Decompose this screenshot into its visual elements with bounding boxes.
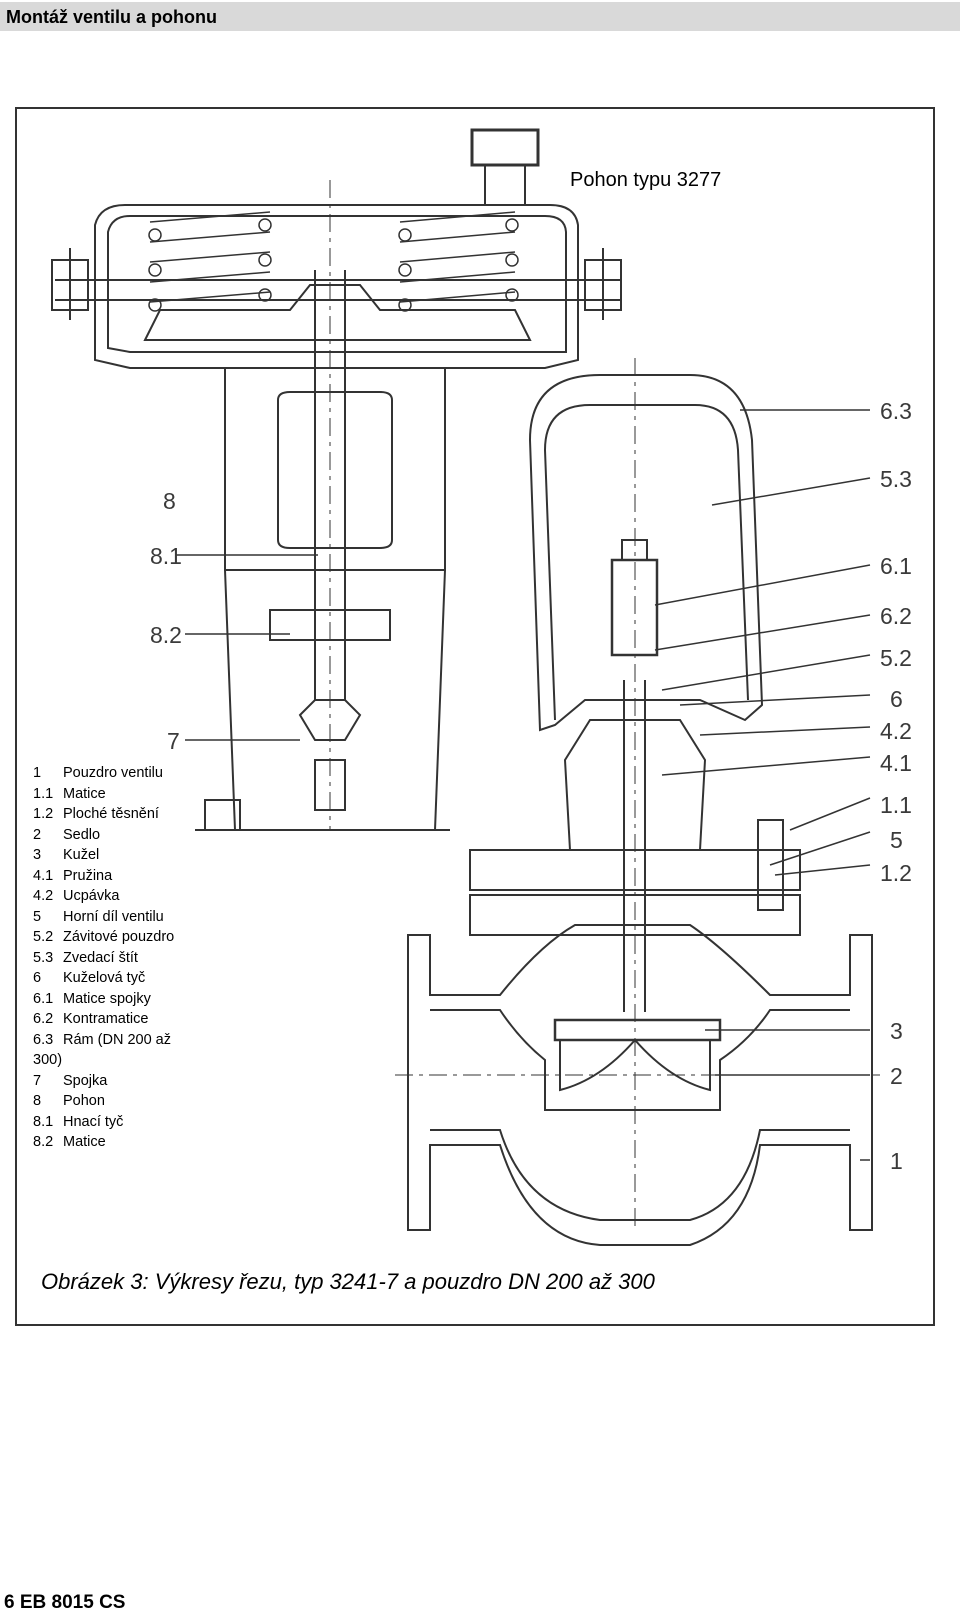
- actuator-stem: [298, 180, 362, 830]
- section-header: Montáž ventilu a pohonu: [0, 2, 960, 31]
- callout-5: 5: [890, 827, 903, 853]
- callout-8-1: 8.1: [150, 543, 182, 569]
- page-footer: 6 EB 8015 CS: [4, 1592, 126, 1613]
- valve-frame: [528, 374, 764, 732]
- callout-5-2: 5.2: [880, 645, 912, 671]
- section-title: Montáž ventilu a pohonu: [6, 7, 217, 27]
- callout-5-3: 5.3: [880, 466, 912, 492]
- actuator-housing: [51, 128, 622, 369]
- callout-leaders: [175, 409, 871, 1161]
- bonnet: [469, 719, 801, 936]
- callout-6-3: 6.3: [880, 398, 912, 424]
- callout-8-2: 8.2: [150, 622, 182, 648]
- callout-7: 7: [167, 728, 180, 754]
- plug-stem: [610, 358, 659, 1230]
- callout-6-1: 6.1: [880, 553, 912, 579]
- callout-6-2: 6.2: [880, 603, 912, 629]
- valve-body: [395, 924, 880, 1246]
- actuator-label: Pohon typu 3277: [570, 169, 722, 191]
- callout-1-2: 1.2: [880, 860, 912, 886]
- callout-4-1: 4.1: [880, 750, 912, 776]
- figure-caption: Obrázek 3: Výkresy řezu, typ 3241-7 a po…: [41, 1269, 655, 1294]
- callout-1: 1: [890, 1148, 903, 1174]
- callout-8: 8: [163, 488, 176, 514]
- callout-3: 3: [890, 1018, 903, 1044]
- callout-2: 2: [890, 1063, 903, 1089]
- springs: [148, 211, 519, 312]
- callout-4-2: 4.2: [880, 718, 912, 744]
- figure-frame: [15, 107, 935, 1326]
- callout-1-1: 1.1: [880, 792, 912, 818]
- actuator-yoke: [195, 368, 450, 831]
- callout-6: 6: [890, 686, 903, 712]
